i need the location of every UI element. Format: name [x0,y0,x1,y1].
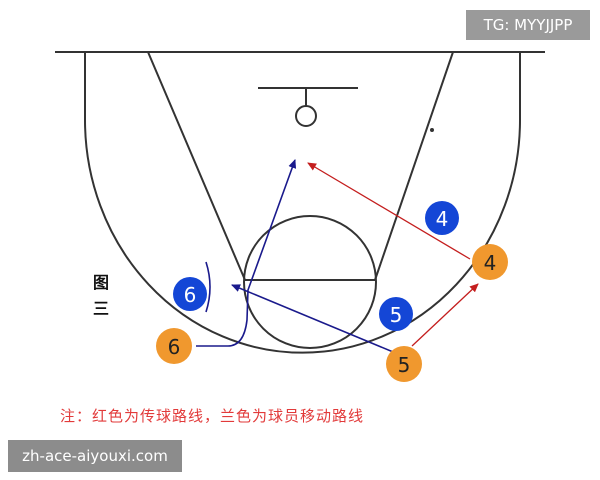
move-route-5 [231,284,399,355]
figure-label: 图三 [92,273,109,318]
free-throw-lane [147,51,454,281]
player-offense-5: 5 [386,346,422,382]
player-defense-6-circle [173,277,207,311]
free-throw-circle [243,215,377,349]
defense-6-bracket [205,261,211,313]
player-offense-6-label: 6 [168,335,181,359]
hoop [295,105,317,127]
player-offense-4-label: 4 [484,251,497,275]
player-defense-4-label: 4 [436,207,449,231]
player-defense-5: 5 [379,297,413,331]
watermark: zh-ace-aiyouxi.com [8,440,182,472]
player-offense-6-circle [156,328,192,364]
pass-route-5-to-4 [411,283,479,347]
player-offense-5-label: 5 [398,353,411,377]
player-offense-6: 6 [156,328,192,364]
move-route-6 [196,159,297,347]
court-lines [55,51,545,354]
player-defense-4-circle [425,201,459,235]
legend-note: 注：红色为传球路线，兰色为球员移动路线 [60,407,365,425]
player-offense-5-circle [386,346,422,382]
player-defense-5-circle [379,297,413,331]
court-dot [430,128,434,132]
player-defense-6-label: 6 [184,283,197,307]
player-offense-4-circle [472,244,508,280]
telegram-tag: TG: MYYJJPP [466,10,590,40]
move-routes [196,159,399,355]
player-defense-5-label: 5 [390,303,403,327]
player-defense-6: 6 [173,277,207,311]
three-point-arc [84,52,521,354]
pass-route-4-to-post [307,162,471,260]
player-defense-4: 4 [425,201,459,235]
pass-routes [307,162,479,347]
player-offense-4: 4 [472,244,508,280]
